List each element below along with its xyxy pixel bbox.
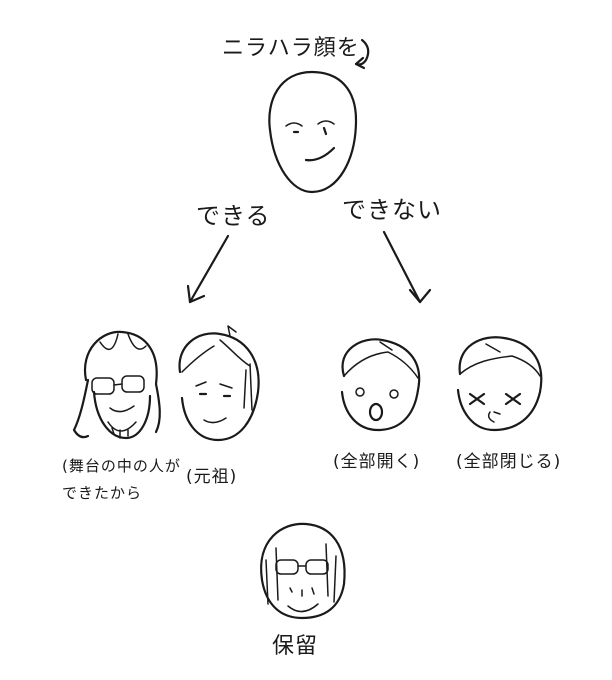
character-face-3 (340, 338, 421, 432)
caption-1-line1: (舞台の中の人が (62, 457, 181, 475)
caption-1-line2: できたから (62, 484, 143, 502)
caption-5: 保留 (272, 634, 319, 659)
caption-4: (全部閉じる) (456, 452, 562, 472)
caption-3: (全部開く) (333, 452, 421, 472)
character-face-1 (72, 330, 161, 440)
root-face (268, 70, 358, 194)
caption-2: (元祖) (186, 467, 238, 487)
branch-yes-label: できる (196, 202, 271, 230)
curved-arrow-icon (354, 38, 370, 70)
arrow-yes (186, 234, 230, 304)
root-label: ニラハラ顔を (222, 36, 360, 61)
character-face-2 (178, 325, 260, 442)
branch-no-label: できない (342, 196, 442, 224)
character-face-4 (456, 336, 543, 432)
arrow-no (382, 230, 432, 304)
character-face-5 (260, 522, 346, 620)
